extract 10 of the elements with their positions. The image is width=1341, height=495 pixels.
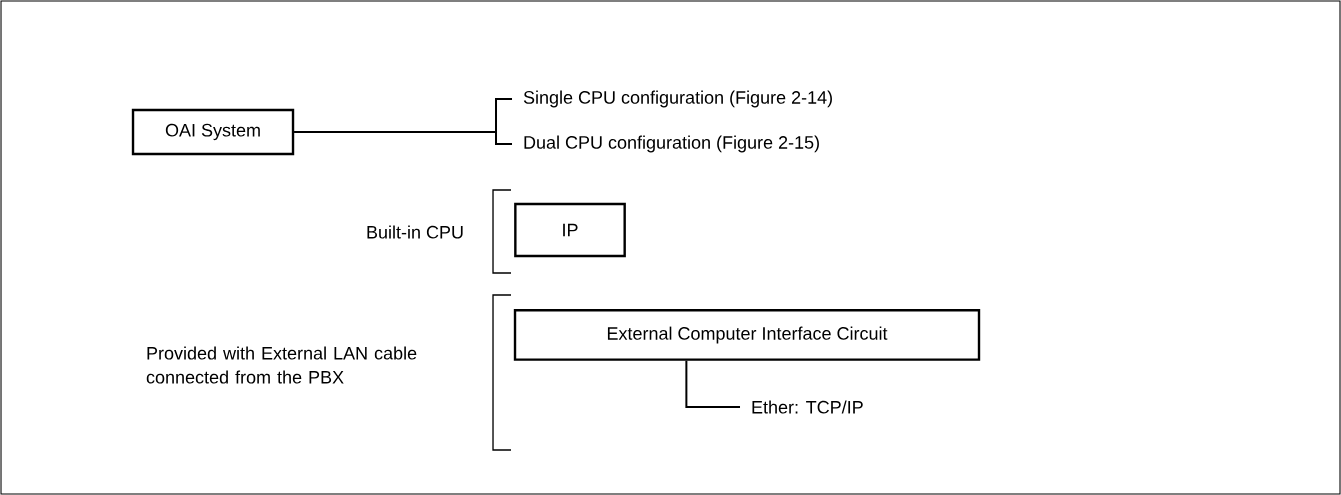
connector-line	[685, 359, 741, 408]
option-text: Single CPU configuration (Figure 2-14)	[523, 90, 832, 108]
option-text: Ether: TCP/IP	[752, 400, 863, 414]
side-label: Built-in CPU	[367, 225, 463, 239]
process-box: IP	[514, 202, 626, 258]
side-label: Provided with External LAN cable connected from the PBX	[146, 346, 417, 384]
process-box: External Computer Interface Circuit	[513, 309, 981, 361]
connector-line	[293, 131, 513, 145]
process-box: OAI System	[131, 108, 295, 156]
option-text: Dual CPU configuration (Figure 2-15)	[524, 135, 819, 153]
